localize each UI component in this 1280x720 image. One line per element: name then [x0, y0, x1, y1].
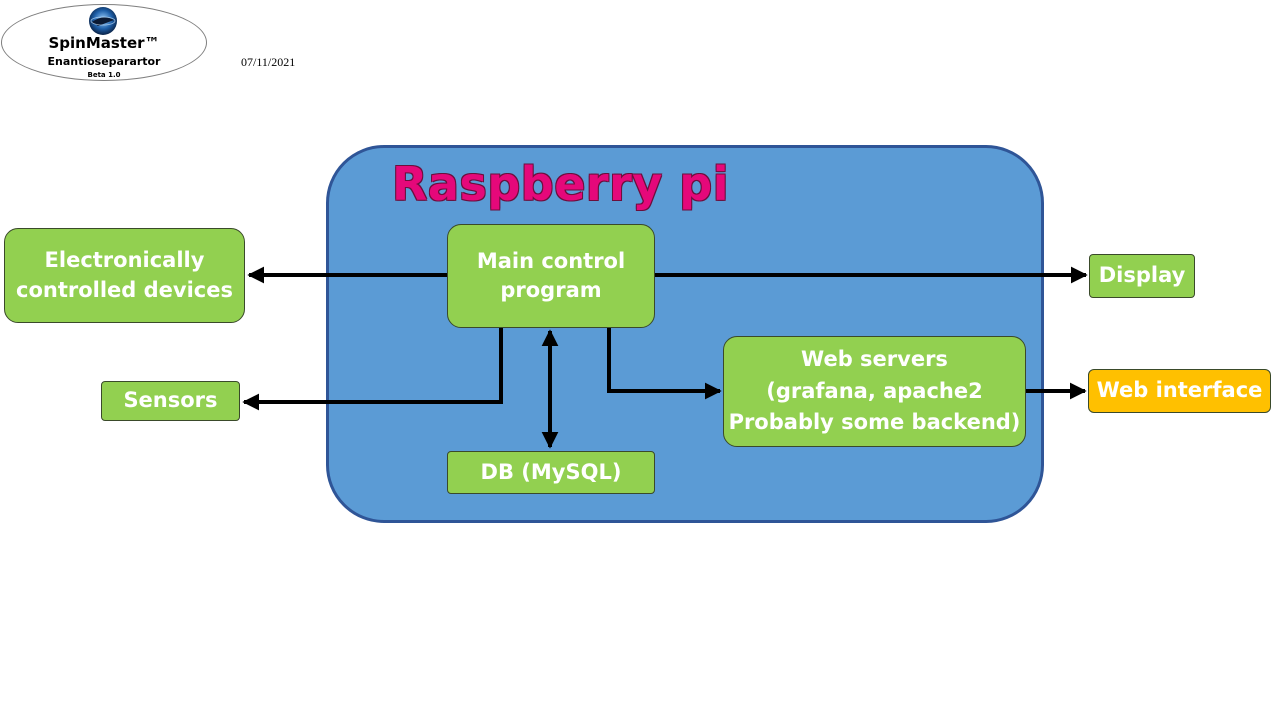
web-servers-node: Web servers (grafana, apache2 Probably s… — [723, 336, 1026, 447]
devices-node: Electronically controlled devices — [4, 228, 245, 323]
edge-main-to-sensors — [242, 328, 503, 411]
spinning-disc-logo-icon — [89, 7, 117, 35]
edge-main-to-webservers — [607, 328, 722, 400]
logo-brand: SpinMaster™ — [48, 34, 160, 52]
display-node: Display — [1089, 254, 1195, 298]
raspberry-pi-container — [326, 145, 1044, 523]
container-title: Raspberry pi — [392, 157, 729, 211]
logo-version: Beta 1.0 — [87, 71, 121, 79]
sensors-node: Sensors — [101, 381, 240, 421]
web-interface-node: Web interface — [1088, 369, 1271, 413]
db-node: DB (MySQL) — [447, 451, 655, 494]
date-label: 07/11/2021 — [241, 55, 296, 69]
main-control-node: Main control program — [447, 224, 655, 328]
logo-product: Enantioseparartor — [47, 55, 161, 68]
